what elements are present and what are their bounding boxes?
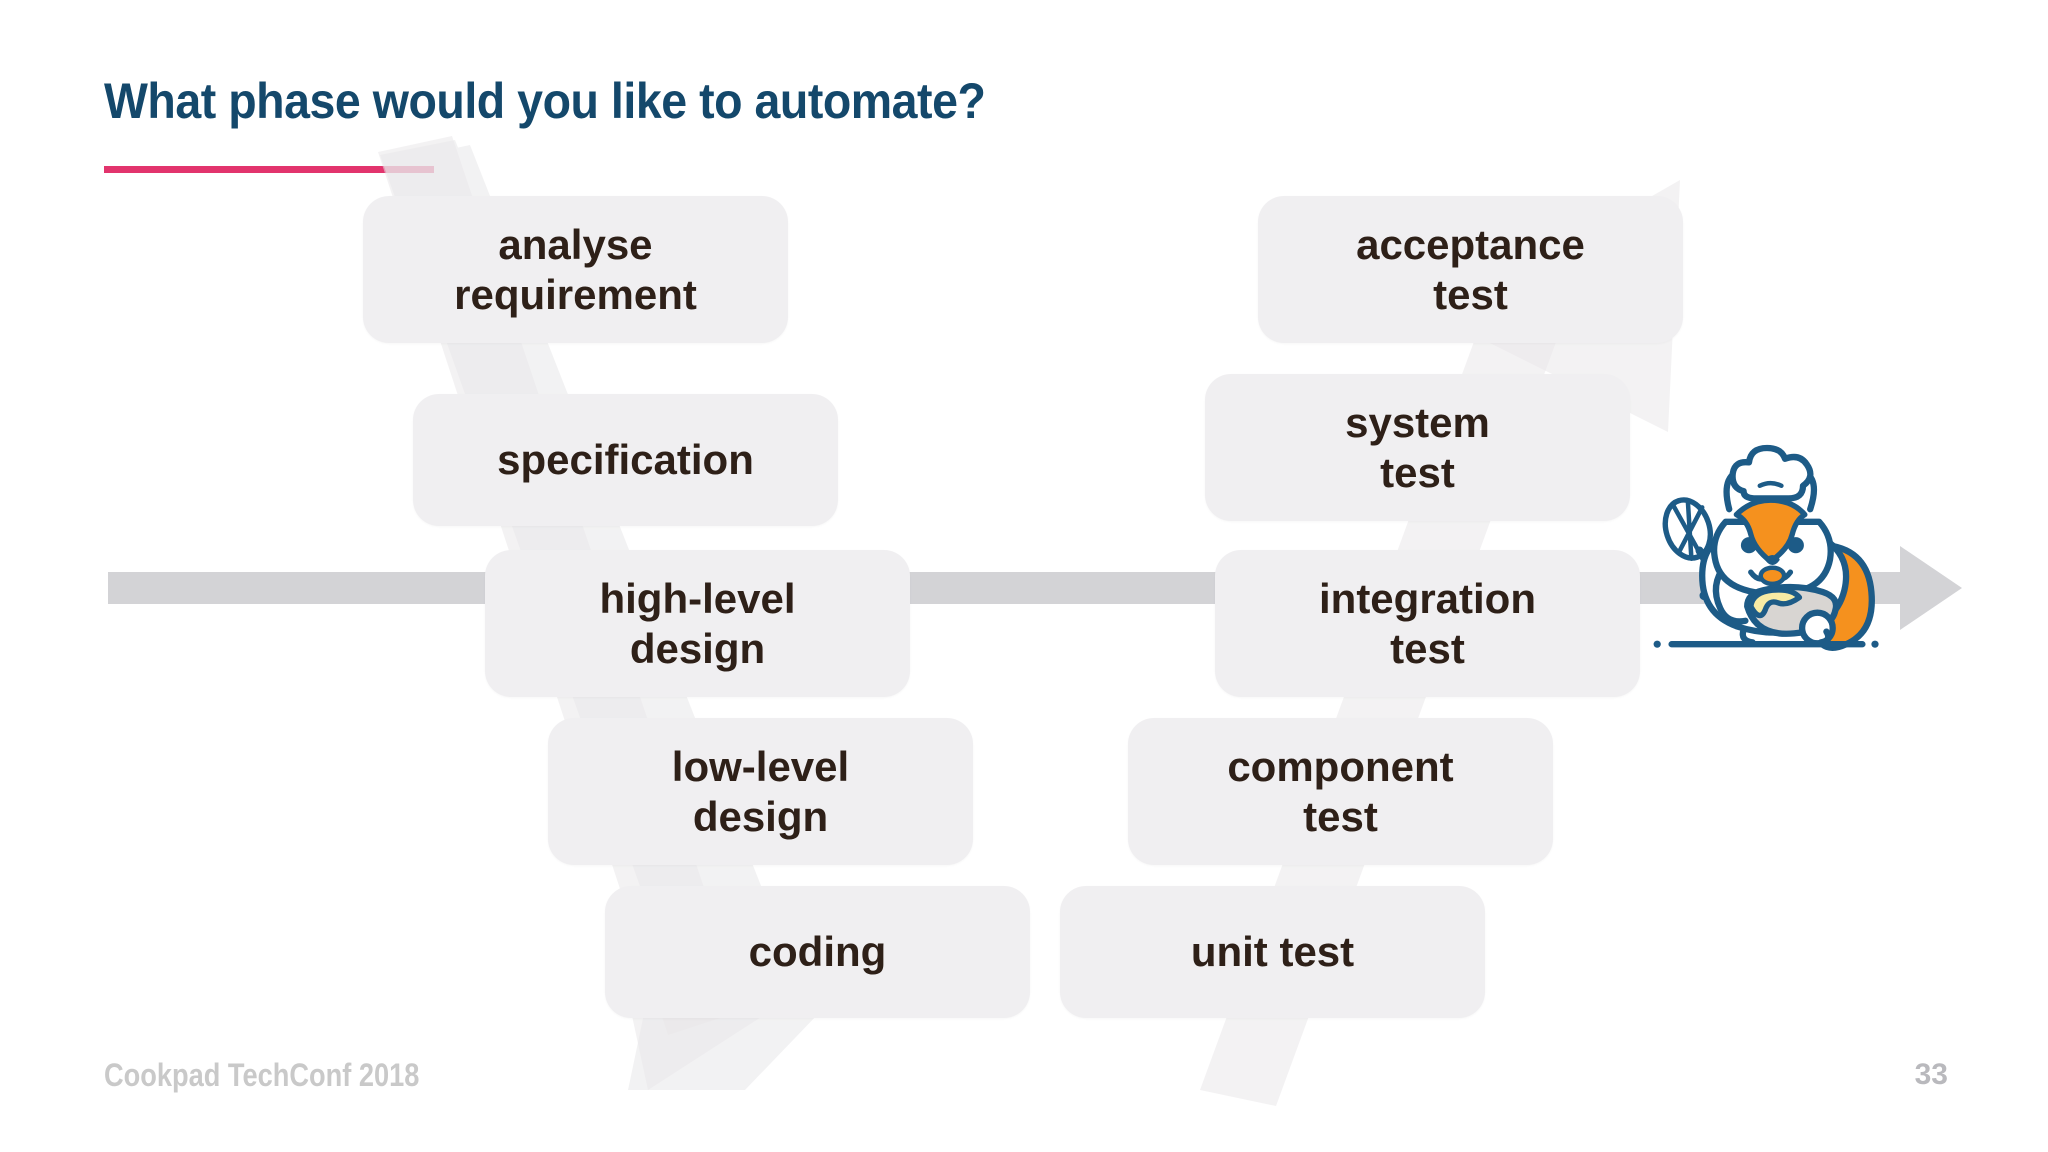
- dough: [1748, 587, 1803, 619]
- phase-label-line: design: [629, 624, 766, 672]
- phase-box-integration-test[interactable]: integration test: [1215, 550, 1640, 697]
- phase-box-high-level-design[interactable]: high-level design: [485, 550, 910, 697]
- nose: [1765, 555, 1780, 565]
- phase-box-specification[interactable]: specification: [413, 394, 838, 526]
- phase-label-line: test: [1380, 448, 1455, 496]
- footer-conference-label: Cookpad TechConf 2018: [104, 1057, 420, 1093]
- phase-label-line: coding: [748, 928, 887, 976]
- title-accent-rule: [104, 166, 434, 173]
- phase-label-line: requirement: [454, 270, 697, 318]
- phase-box-acceptance-test[interactable]: acceptance test: [1258, 196, 1683, 343]
- phase-label-line: specification: [497, 436, 754, 484]
- right-eye: [1787, 537, 1804, 554]
- phase-label-line: system: [1345, 398, 1490, 446]
- page-title: What phase would you like to automate?: [104, 73, 986, 129]
- phase-label-line: low-level: [671, 742, 850, 790]
- phase-label-line: acceptance: [1356, 220, 1585, 268]
- chef-hat-icon: [1729, 444, 1814, 502]
- phase-box-system-test[interactable]: system test: [1205, 374, 1630, 521]
- muzzle-accent: [1758, 565, 1787, 587]
- phase-box-unit-test[interactable]: unit test: [1060, 886, 1485, 1018]
- phase-box-analyse-requirement[interactable]: analyse requirement: [363, 196, 788, 343]
- phase-label-line: integration: [1319, 574, 1536, 622]
- phase-label-line: high-level: [599, 574, 796, 622]
- phase-label-line: component: [1227, 742, 1454, 790]
- phase-label-line: unit test: [1190, 928, 1355, 976]
- phase-label-line: test: [1390, 624, 1465, 672]
- phase-box-coding[interactable]: coding: [605, 886, 1030, 1018]
- left-eye: [1740, 537, 1758, 554]
- phase-box-component-test[interactable]: component test: [1128, 718, 1553, 865]
- phase-label-line: test: [1303, 792, 1378, 840]
- phase-box-low-level-design[interactable]: low-level design: [548, 718, 973, 865]
- phase-label-line: analyse: [498, 220, 653, 268]
- page-number: 33: [1914, 1058, 1948, 1091]
- cookpad-chef-squirrel-mascot: [1653, 444, 1879, 651]
- phase-label-line: design: [692, 792, 829, 840]
- ground-line: [1653, 640, 1879, 648]
- phase-label-line: test: [1433, 270, 1508, 318]
